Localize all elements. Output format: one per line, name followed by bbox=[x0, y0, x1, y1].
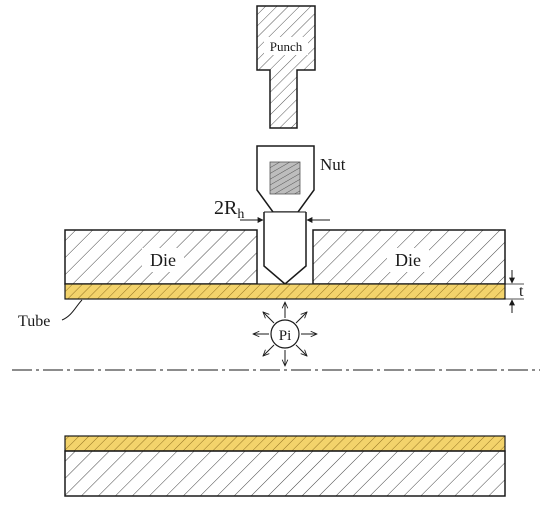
hole-diameter-label: 2Rh bbox=[214, 197, 244, 222]
thickness-label: t bbox=[519, 283, 524, 300]
pressure-arrow-down-left bbox=[263, 344, 275, 356]
punch-body bbox=[256, 5, 316, 129]
internal-pressure: Pi bbox=[253, 302, 317, 366]
punch-label: Punch bbox=[270, 39, 303, 54]
thickness-annotation: t bbox=[505, 270, 524, 313]
die-bottom bbox=[64, 450, 506, 497]
hole-diameter-annotation: 2Rh bbox=[214, 197, 330, 223]
tube-wall-top bbox=[64, 283, 506, 300]
die-left-label-bg bbox=[142, 248, 184, 272]
die-right-label: Die bbox=[395, 250, 421, 270]
die-right-label-bg bbox=[387, 248, 429, 272]
tube-label: Tube bbox=[18, 313, 50, 330]
tube-leader bbox=[61, 299, 83, 321]
nut-thread bbox=[269, 161, 301, 195]
tube-wall-bottom bbox=[64, 435, 506, 452]
die-top: Die Die bbox=[64, 229, 506, 285]
nut-label: Nut bbox=[320, 155, 346, 174]
pressure-circle bbox=[270, 319, 300, 349]
die-left-label: Die bbox=[150, 250, 176, 270]
pressure-arrow-up-left bbox=[263, 312, 275, 324]
punch: Punch bbox=[256, 5, 316, 129]
tube: Tube bbox=[18, 283, 506, 452]
pressure-arrow-down-right bbox=[295, 344, 307, 356]
pressure-label: Pi bbox=[279, 328, 292, 344]
pressure-arrow-up-right bbox=[295, 312, 307, 324]
nut: Nut bbox=[256, 145, 346, 285]
nut-shank bbox=[263, 212, 307, 285]
punch-label-bg bbox=[264, 37, 308, 55]
